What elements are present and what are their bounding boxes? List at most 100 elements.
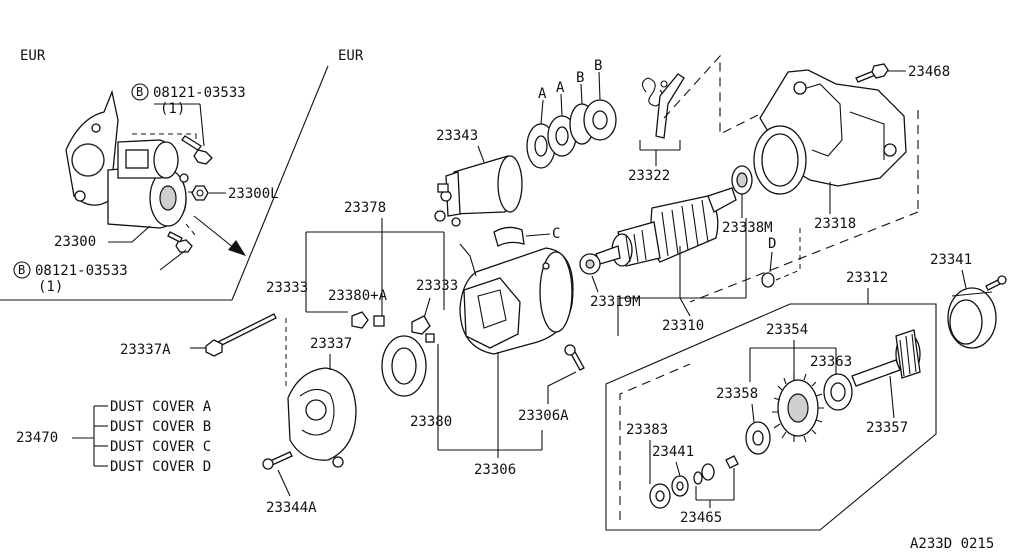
starter-assembly-23300-drawing	[65, 89, 202, 237]
leader-23333-right	[423, 297, 431, 319]
collar-23383-drawing	[649, 483, 671, 509]
bolt-badge-upper	[131, 83, 149, 101]
dust-cover-b-drawing	[569, 99, 617, 145]
leader-23441	[675, 461, 681, 477]
eur-inset-frame	[0, 65, 329, 301]
assembly-direction-arrow-head	[228, 240, 246, 256]
bearing-23338M-drawing	[731, 165, 753, 195]
dust-cover-tag-a2: A	[556, 80, 565, 96]
part-23344A-label: 23344A	[266, 500, 317, 516]
bolt-badge-upper-letter: B	[136, 85, 143, 99]
solenoid-23343-drawing	[434, 155, 523, 227]
brush-plate-23380-drawing	[381, 335, 427, 397]
bracket-23310	[617, 218, 747, 336]
leader-tag-a1	[540, 99, 544, 125]
part-23300-label: 23300	[54, 234, 96, 250]
part-23343-label: 23343	[436, 128, 478, 144]
part-23318-label: 23318	[814, 216, 856, 232]
leader-23319M	[591, 275, 599, 293]
part-23312-label: 23312	[846, 270, 888, 286]
shift-lever-spring-23322-drawing	[641, 73, 685, 139]
eur-label-left: EUR	[20, 48, 46, 64]
ring-23363-drawing	[823, 373, 853, 411]
dashed-assembly-line-upper	[663, 54, 761, 135]
bushing-23341-drawing	[947, 287, 997, 349]
armature-23310-drawing	[595, 187, 737, 267]
bracket-23306	[437, 344, 543, 458]
screw-23306A-drawing	[564, 344, 585, 371]
part-23306-label: 23306	[474, 462, 516, 478]
bolt-08121-upper-drawing	[181, 135, 213, 165]
dust-cover-tag-c: C	[552, 226, 560, 242]
clutch-assembly-23312-frame	[605, 303, 937, 531]
leader-tag-b1	[598, 71, 601, 101]
bolt-upper-part-number: 08121-03533	[153, 85, 246, 101]
through-bolt-23337A-drawing	[205, 313, 277, 357]
bracket-23322	[639, 140, 681, 166]
leader-tag-a2	[560, 93, 563, 117]
screw-23344A-drawing	[262, 451, 293, 470]
part-23441-label: 23441	[652, 444, 694, 460]
part-23333-label-right: 23333	[416, 278, 458, 294]
leader-23343	[477, 145, 485, 163]
bolt-badge-lower-letter: B	[18, 263, 25, 277]
part-23383-label: 23383	[626, 422, 668, 438]
leader-bolt-lower	[159, 249, 187, 271]
leader-23341	[961, 269, 967, 289]
leader-tag-d	[769, 251, 773, 273]
ring-23358-drawing	[745, 421, 771, 455]
leader-bolt-upper-drop	[199, 103, 205, 147]
leader-23300-angle	[131, 225, 151, 243]
pinion-gear-23354-drawing	[772, 373, 824, 443]
leader-23306A	[547, 371, 577, 404]
part-23380-plus-a-label: 23380+A	[328, 288, 388, 304]
dust-cover-c-drawing	[493, 226, 525, 247]
bracket-23354	[749, 340, 837, 382]
pinion-shaft-23357-drawing	[851, 329, 921, 387]
dashed-line-dust-cover-d	[775, 226, 801, 281]
dust-cover-b-label: DUST COVER B	[110, 419, 211, 435]
leader-tag-c	[525, 233, 551, 237]
dust-cover-c-label: DUST COVER C	[110, 439, 211, 455]
dust-cover-d-label: DUST COVER D	[110, 459, 211, 475]
dust-cover-tag-b1: B	[594, 58, 602, 74]
brush-holder-23319M-drawing	[579, 253, 601, 275]
bracket-23378	[305, 218, 445, 320]
part-23358-label: 23358	[716, 386, 758, 402]
dust-cover-tag-a1: A	[538, 86, 547, 102]
part-23354-label: 23354	[766, 322, 808, 338]
yoke-23306-drawing	[459, 243, 574, 355]
part-23322-label: 23322	[628, 168, 670, 184]
part-23468-label: 23468	[908, 64, 950, 80]
part-23310-label: 23310	[662, 318, 704, 334]
bracket-23470	[72, 405, 108, 467]
part-23300L-label: 23300L	[228, 186, 279, 202]
screw-23341-drawing	[985, 275, 1007, 291]
part-23337-label: 23337	[310, 336, 352, 352]
leader-23344A	[277, 469, 291, 497]
dust-cover-a-label: DUST COVER A	[110, 399, 212, 415]
leader-23357	[889, 375, 895, 419]
dashed-line-clutch-inner	[619, 363, 691, 520]
spring-23465-drawing	[693, 455, 739, 485]
brush-23333-left-drawing	[351, 311, 385, 329]
bolt-upper-quantity: (1)	[160, 101, 185, 117]
rear-cover-23337-drawing	[285, 318, 357, 468]
dust-cover-a-2-drawing	[547, 115, 577, 157]
part-23357-label: 23357	[866, 420, 908, 436]
part-23306A-label: 23306A	[518, 408, 569, 424]
bolt-08121-lower-drawing	[167, 231, 193, 253]
gear-housing-23318-drawing	[753, 69, 907, 195]
part-23465-label: 23465	[680, 510, 722, 526]
bolt-23468-drawing	[855, 63, 889, 83]
stop-ring-23441-drawing	[671, 475, 689, 497]
leader-tag-b2	[580, 83, 583, 105]
part-23338M-label: 23338M	[722, 220, 773, 236]
part-23363-label: 23363	[810, 354, 852, 370]
dust-cover-tag-b2: B	[576, 70, 584, 86]
bracket-23465	[695, 468, 735, 508]
brush-23333-right-drawing	[411, 315, 435, 343]
nut-23300L-drawing	[191, 185, 209, 201]
assembly-direction-arrow-shaft	[193, 215, 235, 249]
